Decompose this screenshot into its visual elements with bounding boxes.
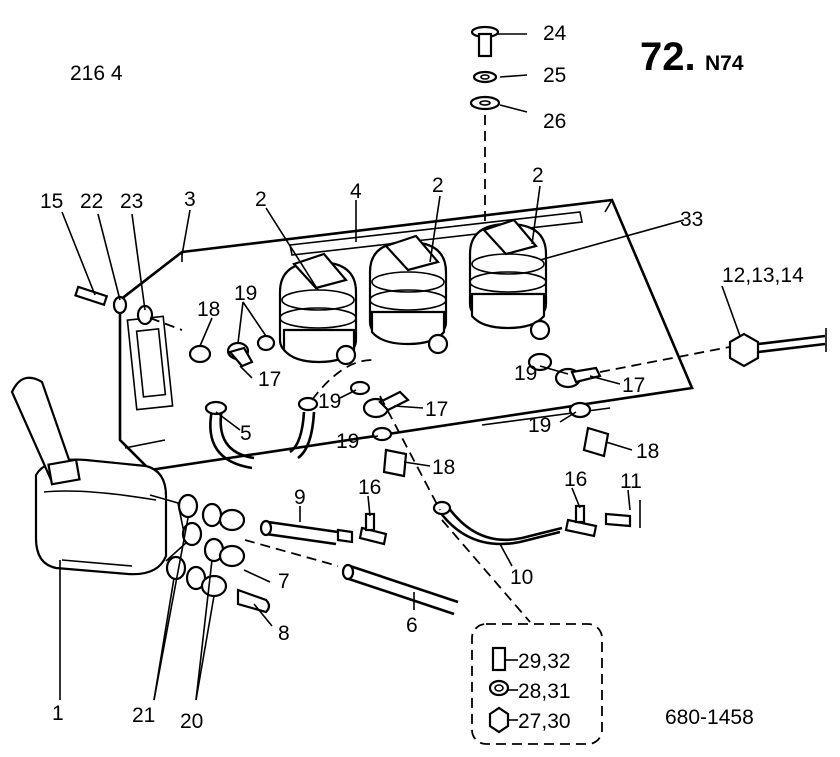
callout-21: 21	[132, 704, 155, 727]
valve-right	[468, 218, 551, 341]
callout-15: 15	[40, 190, 63, 213]
detail-item-c: 27,30	[518, 710, 571, 733]
valve-center	[368, 234, 449, 355]
callout-labels: 24 25 26 15 22 23 3 2 4 2 2 33 12,13,14 …	[40, 22, 804, 733]
callout-2-center: 2	[432, 174, 444, 197]
callout-19-left: 19	[234, 282, 257, 305]
page-suffix: N74	[705, 52, 744, 75]
callout-19-right-upper: 19	[514, 362, 537, 385]
callout-12-13-14: 12,13,14	[722, 264, 804, 287]
callout-24: 24	[543, 22, 567, 45]
detail-item-a: 29,32	[518, 650, 571, 673]
leader-lines	[59, 33, 741, 701]
callout-1: 1	[52, 702, 64, 725]
body-fittings	[165, 493, 339, 614]
callout-20: 20	[180, 710, 203, 733]
callout-16-left: 16	[358, 476, 381, 499]
group-code: 216 4	[70, 62, 123, 85]
callout-22: 22	[80, 190, 103, 213]
callout-25: 25	[543, 64, 566, 87]
valve-left	[278, 252, 358, 366]
callout-17-right: 17	[622, 374, 645, 397]
callout-2-left: 2	[255, 188, 267, 211]
drawing-number: 680-1458	[665, 706, 754, 729]
pipe-10	[432, 500, 563, 623]
callout-19-mid-lower: 19	[336, 430, 359, 453]
callout-18-left: 18	[197, 298, 220, 321]
callout-16-right: 16	[564, 468, 587, 491]
callout-5: 5	[240, 422, 252, 445]
pipe-9	[259, 519, 354, 546]
callout-4: 4	[350, 180, 362, 203]
pipe-6	[341, 563, 459, 616]
cable-assembly	[728, 328, 827, 368]
detail-item-b: 28,31	[518, 680, 571, 703]
callout-17-left: 17	[258, 368, 281, 391]
callout-19-right-lower: 19	[528, 414, 551, 437]
pipe-5	[204, 359, 373, 470]
callout-23: 23	[120, 190, 143, 213]
callout-26: 26	[543, 110, 566, 133]
callout-33: 33	[680, 208, 703, 231]
page-number: 72.	[640, 35, 696, 79]
callout-19-mid-upper: 19	[318, 390, 341, 413]
control-valve-body	[10, 376, 187, 576]
callout-8: 8	[278, 622, 290, 645]
callout-11: 11	[620, 470, 642, 493]
callout-2-right: 2	[532, 164, 544, 187]
callout-18-right: 18	[636, 440, 659, 463]
callout-17-mid: 17	[425, 398, 448, 421]
callout-10: 10	[510, 566, 533, 589]
callout-18-mid: 18	[432, 456, 455, 479]
callout-6: 6	[406, 614, 418, 637]
callout-3: 3	[184, 188, 196, 211]
detail-box: 29,32 28,31 27,30	[471, 623, 603, 745]
top-screw-stack	[469, 25, 501, 225]
tee-fittings	[358, 500, 641, 546]
banjo-fittings	[188, 334, 741, 511]
callout-7: 7	[278, 570, 290, 593]
left-bolt-stack	[74, 285, 183, 331]
callout-9: 9	[294, 486, 306, 509]
